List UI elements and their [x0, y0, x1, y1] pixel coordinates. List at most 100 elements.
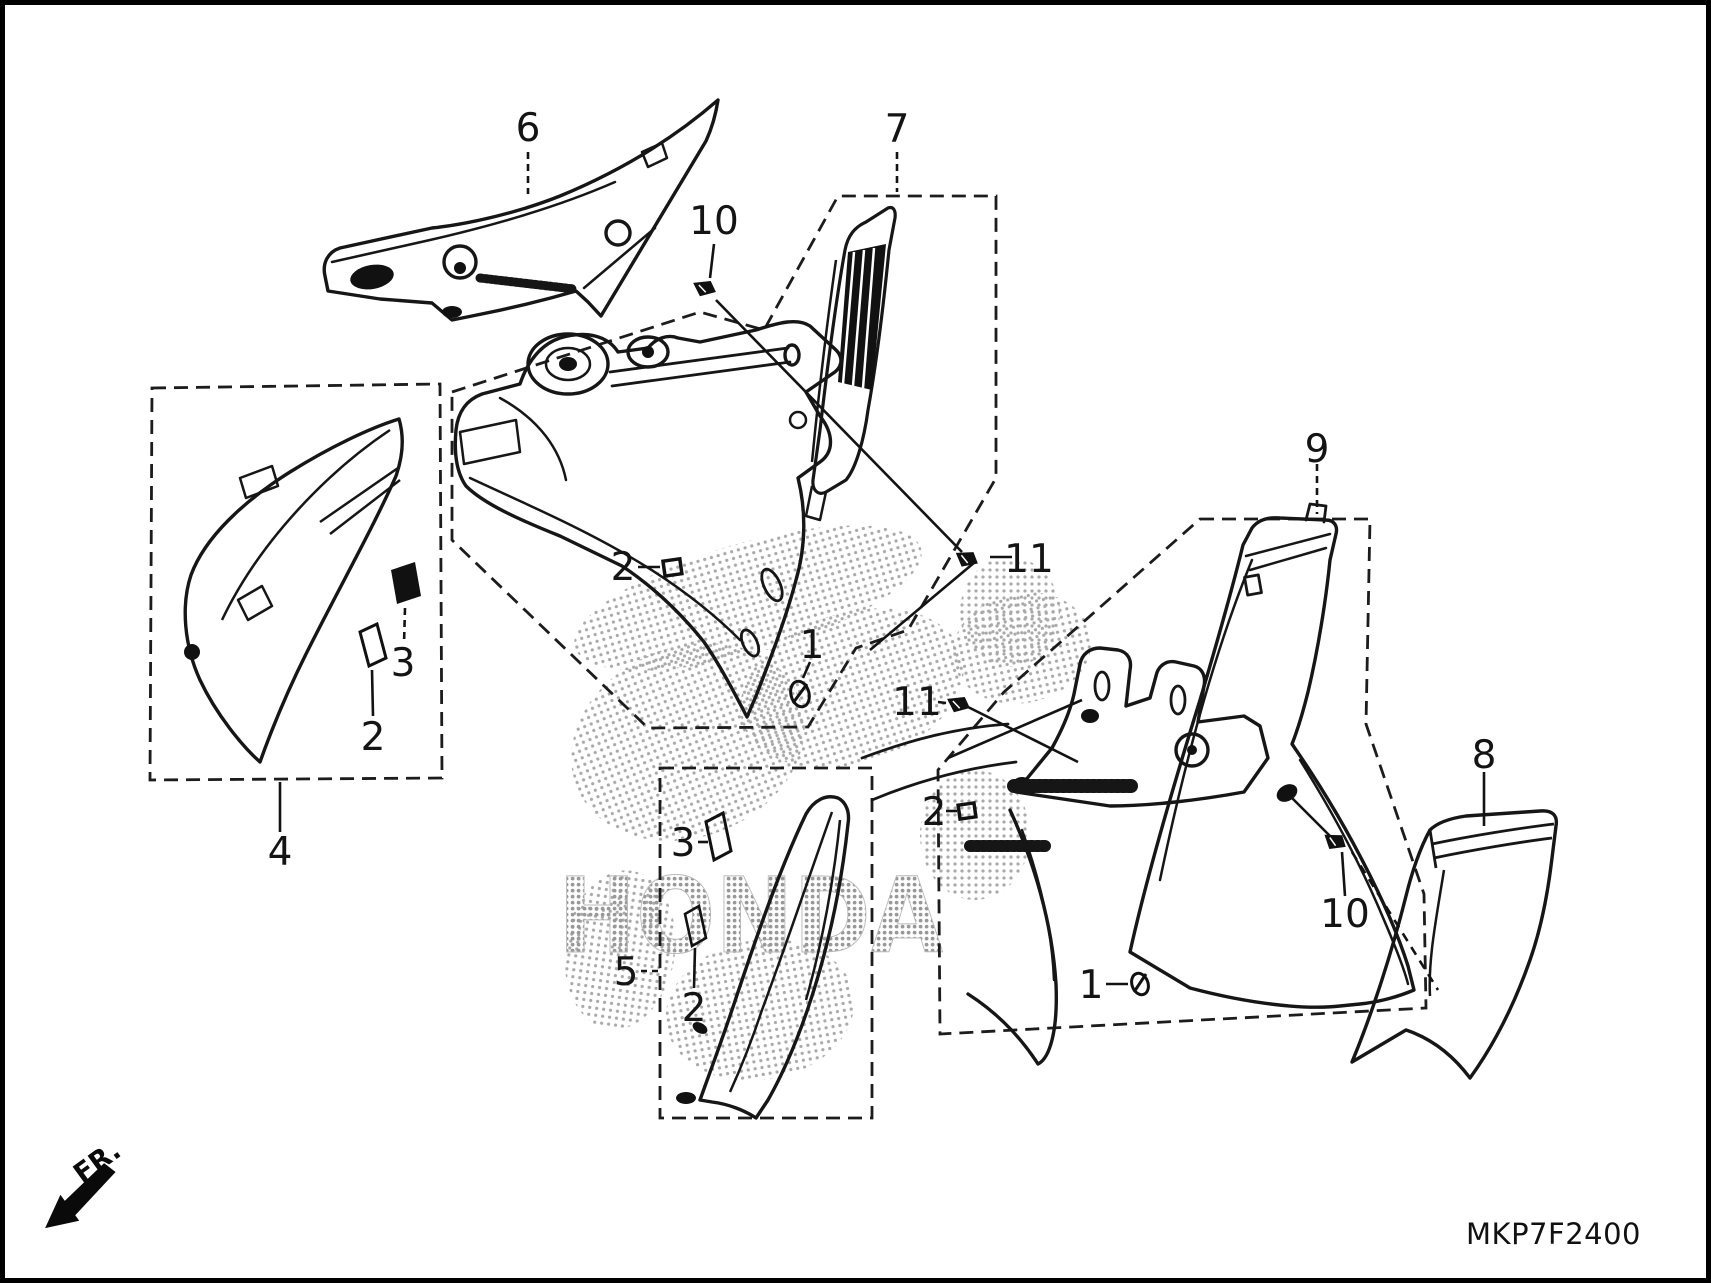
grommet-icon: [788, 410, 808, 430]
callout-label-5: 5: [614, 950, 639, 995]
leader-11b-label: [937, 700, 947, 705]
square-hole: [1243, 573, 1263, 597]
panel-outline: [453, 319, 843, 719]
leader-1-center: [801, 661, 812, 679]
detail-line: [728, 811, 834, 1093]
boss-cylinder-inner: [544, 346, 592, 382]
leader-10-to-8: [1350, 851, 1440, 991]
rod: [608, 346, 790, 374]
leader-11b-cross: [947, 698, 1083, 760]
grommet-icon: [1174, 732, 1210, 768]
leader-10-right: [1340, 851, 1347, 897]
dashed-group-boxes: [148, 194, 1428, 1120]
grommet-slash: [1132, 973, 1148, 993]
callout-label-2a: 2: [611, 545, 636, 590]
tab-detail: [804, 485, 828, 522]
boss-center: [642, 346, 654, 358]
clip-blob: [692, 1022, 708, 1034]
panel-outline: [1350, 809, 1559, 1080]
detail-line: [1298, 758, 1410, 986]
part-8-cover: [1350, 809, 1559, 1080]
leader-2-left: [370, 669, 375, 717]
tab-detail: [238, 464, 280, 500]
detail-line: [498, 396, 568, 482]
detail-line: [1020, 828, 1056, 982]
part-5-cover: [676, 795, 851, 1120]
clip-blob: [350, 264, 394, 290]
clip-blob: [1081, 709, 1099, 723]
detail-line: [810, 259, 838, 463]
callout-label-10b: 10: [1320, 892, 1370, 937]
fr-arrow-icon: [45, 1194, 80, 1229]
callout-label-11a: 11: [1004, 537, 1054, 582]
fr-arrow-shaft: [61, 1163, 116, 1219]
boss-center: [559, 357, 577, 371]
tab-detail: [442, 306, 462, 318]
detail-line: [582, 226, 657, 290]
clip-outline-icon: [683, 903, 708, 949]
callout-label-9: 9: [1305, 427, 1330, 472]
detail-line: [1428, 829, 1438, 869]
callout-label-2c: 2: [361, 715, 386, 760]
detail-line: [319, 466, 401, 535]
grommet-center: [454, 262, 466, 274]
louver-slit: [861, 247, 876, 389]
leader-clip-10: [1291, 797, 1331, 837]
leader-2-box5: [692, 947, 697, 989]
grommet-icon: [442, 244, 478, 280]
callout-label-10a: 10: [689, 199, 739, 244]
detail-line: [1428, 869, 1446, 997]
rolled-edge: [1244, 532, 1332, 572]
slot-hole: [760, 567, 784, 603]
callout-label-11b: 11: [892, 680, 942, 725]
callout-labels: 6 7 10 2 1 11 11 2 3 2 4 3 5 2 9 8 10 1: [268, 106, 1497, 1031]
panel-outline: [322, 98, 720, 322]
part-4-cover: [183, 417, 404, 764]
group-box-4: [148, 382, 444, 782]
panel-outline: [698, 795, 851, 1120]
slot-hole: [739, 628, 761, 658]
grommet-icon: [604, 219, 632, 247]
leader-11a: [869, 561, 976, 651]
pad-clip-icon: [391, 562, 421, 604]
panel-outline: [183, 417, 404, 764]
louver-slit: [841, 251, 856, 385]
part-9-cover: [860, 502, 1416, 1066]
grommet-icon: [1130, 971, 1150, 997]
leader-lines: [278, 152, 1486, 991]
recess-detail: [458, 418, 522, 466]
detail-line: [220, 428, 391, 621]
detail-line: [468, 476, 742, 642]
clip-blob: [184, 644, 200, 660]
center-cover: [453, 319, 843, 719]
callout-label-2d: 2: [682, 986, 707, 1031]
leader-10-top: [708, 243, 716, 279]
fasteners: [358, 277, 1350, 997]
bracket-hole: [1093, 670, 1111, 702]
rod: [610, 360, 792, 388]
boss-cylinder: [526, 332, 610, 396]
callout-label-8: 8: [1472, 733, 1497, 778]
detail-line: [804, 819, 842, 1001]
louver-slit: [851, 249, 866, 387]
clip-outline-icon: [704, 810, 733, 863]
tab-detail: [640, 141, 669, 169]
group-box-9: [936, 517, 1428, 1036]
callout-label-4: 4: [268, 830, 293, 875]
leader-10-to-11: [715, 299, 963, 553]
grommet-icon: [789, 679, 811, 709]
callout-label-2b: 2: [922, 790, 947, 835]
grommet-center: [1187, 745, 1197, 755]
rod-end: [783, 343, 801, 367]
halftone-blobs: [564, 525, 1092, 1081]
rolled-edge: [1431, 822, 1555, 860]
bracket-hole: [1169, 684, 1187, 716]
clip-outline-icon: [358, 621, 388, 669]
group-box-5: [658, 766, 874, 1120]
detail-line: [330, 180, 617, 264]
panel-outline: [1128, 516, 1416, 1009]
square-clip-icon: [956, 800, 978, 822]
detail-line: [860, 722, 1018, 802]
